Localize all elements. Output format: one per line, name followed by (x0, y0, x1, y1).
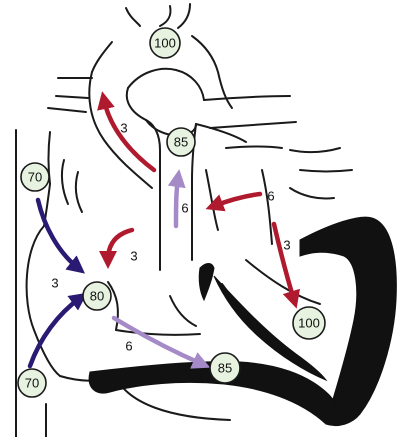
sat-pulmonary-artery: 85 (166, 127, 196, 157)
sat-right-ventricle: 85 (209, 352, 241, 384)
sat-svc-value: 70 (28, 170, 42, 185)
myocardium (88, 216, 397, 427)
sat-left-ventricle: 100 (292, 306, 326, 340)
sat-svc: 70 (20, 162, 50, 192)
sat-aorta: 100 (149, 27, 181, 59)
sat-ivc-value: 70 (25, 376, 39, 391)
arrow-ra-to-rv (111, 315, 211, 369)
sat-right-atrium-value: 80 (90, 289, 104, 304)
sat-right-ventricle-value: 85 (218, 361, 232, 376)
sat-ivc: 70 (17, 368, 47, 398)
arrow-ivc-to-ra (27, 292, 88, 369)
flow-aorta-label: 3 (120, 121, 127, 136)
flow-arrows (27, 91, 300, 369)
flow-left-ventricle-label: 3 (283, 238, 290, 253)
arrow-ra-to-pa (167, 169, 186, 229)
flow-right-ventricle-label: 6 (125, 339, 132, 354)
flow-svc-ivc-label: 3 (51, 276, 58, 291)
sat-pulmonary-artery-value: 85 (174, 135, 188, 150)
arrow-to-left-ventricle (271, 221, 300, 309)
arrow-to-aorta (97, 91, 157, 173)
arrow-svc-to-ra (35, 197, 86, 274)
arrow-pa-into-ra (99, 227, 135, 269)
sat-right-atrium: 80 (82, 281, 112, 311)
flow-ra-to-pa-label: 3 (130, 249, 137, 264)
flow-left-atrium-label: 6 (267, 189, 274, 204)
sat-aorta-value: 100 (154, 36, 176, 51)
flow-pulmonary-artery-label: 6 (181, 201, 188, 216)
sat-left-ventricle-value: 100 (298, 316, 320, 331)
arrow-into-left-atrium (205, 191, 263, 212)
